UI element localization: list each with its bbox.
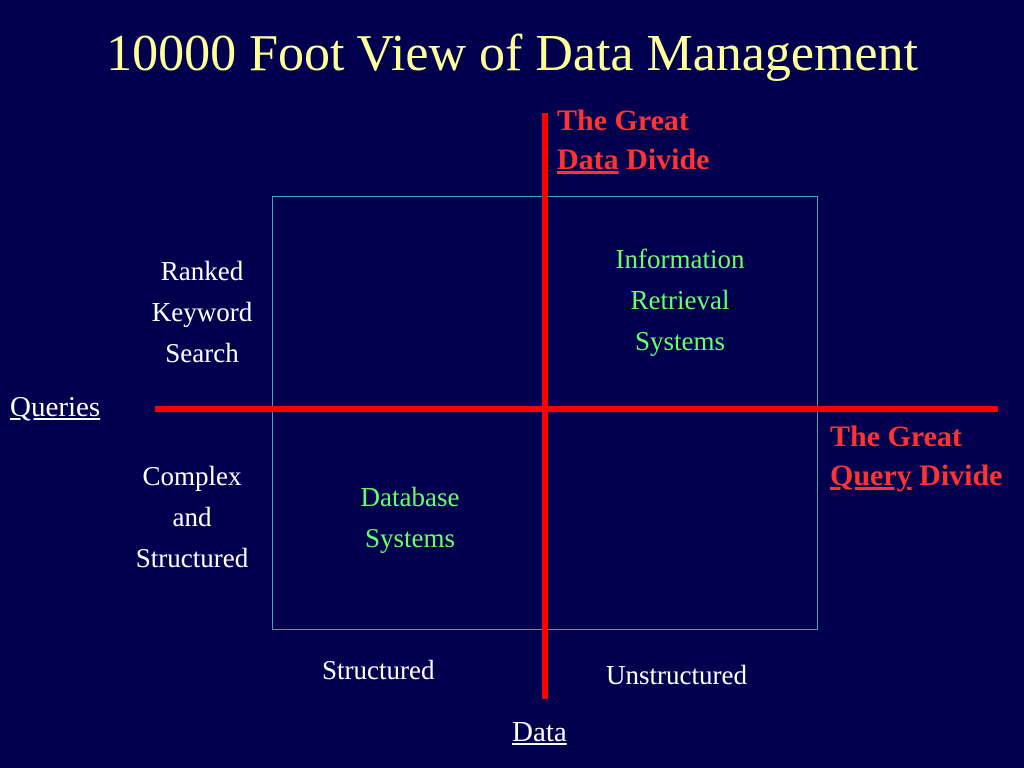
column-label-unstructured: Unstructured	[606, 660, 747, 690]
data-divide-line1: The Great	[557, 104, 689, 137]
data-axis-label: Data	[512, 716, 567, 748]
query-divide-rest: Divide	[911, 459, 1003, 492]
row-label-complex-structured: Complex and Structured	[102, 463, 282, 586]
data-divide-underlined: Data	[557, 143, 619, 176]
page-title: 10000 Foot View of Data Management	[106, 25, 918, 82]
quadrant-label-line: Information	[615, 244, 745, 274]
query-divide-label: The Great Query Divide	[830, 422, 1003, 500]
column-label-structured: Structured	[322, 655, 435, 685]
query-divide-line2: Query Divide	[830, 461, 1003, 500]
quadrant-label-line: Database	[360, 482, 460, 512]
row-label-line: Search	[165, 338, 239, 368]
quadrant-database-systems: Database Systems	[300, 484, 520, 566]
data-divide-label: The Great Data Divide	[557, 106, 710, 184]
quadrant-information-retrieval: Information Retrieval Systems	[570, 246, 790, 369]
row-label-line: Keyword	[151, 297, 253, 327]
row-label-line: Complex	[142, 461, 242, 491]
data-divide-line2: Data Divide	[557, 145, 710, 184]
query-divide-underlined: Query	[830, 459, 912, 492]
queries-axis-label: Queries	[10, 391, 101, 423]
quadrant-label-line: Retrieval	[630, 285, 730, 315]
quadrant-label-line: Systems	[634, 326, 726, 356]
query-divide-line	[155, 406, 998, 412]
query-divide-line1: The Great	[830, 420, 962, 453]
row-label-line: Ranked	[160, 256, 244, 286]
row-label-line: and	[172, 502, 212, 532]
data-divide-rest: Divide	[618, 143, 710, 176]
row-label-line: Structured	[135, 543, 249, 573]
row-label-ranked-keyword-search: Ranked Keyword Search	[112, 258, 292, 381]
quadrant-label-line: Systems	[364, 523, 456, 553]
